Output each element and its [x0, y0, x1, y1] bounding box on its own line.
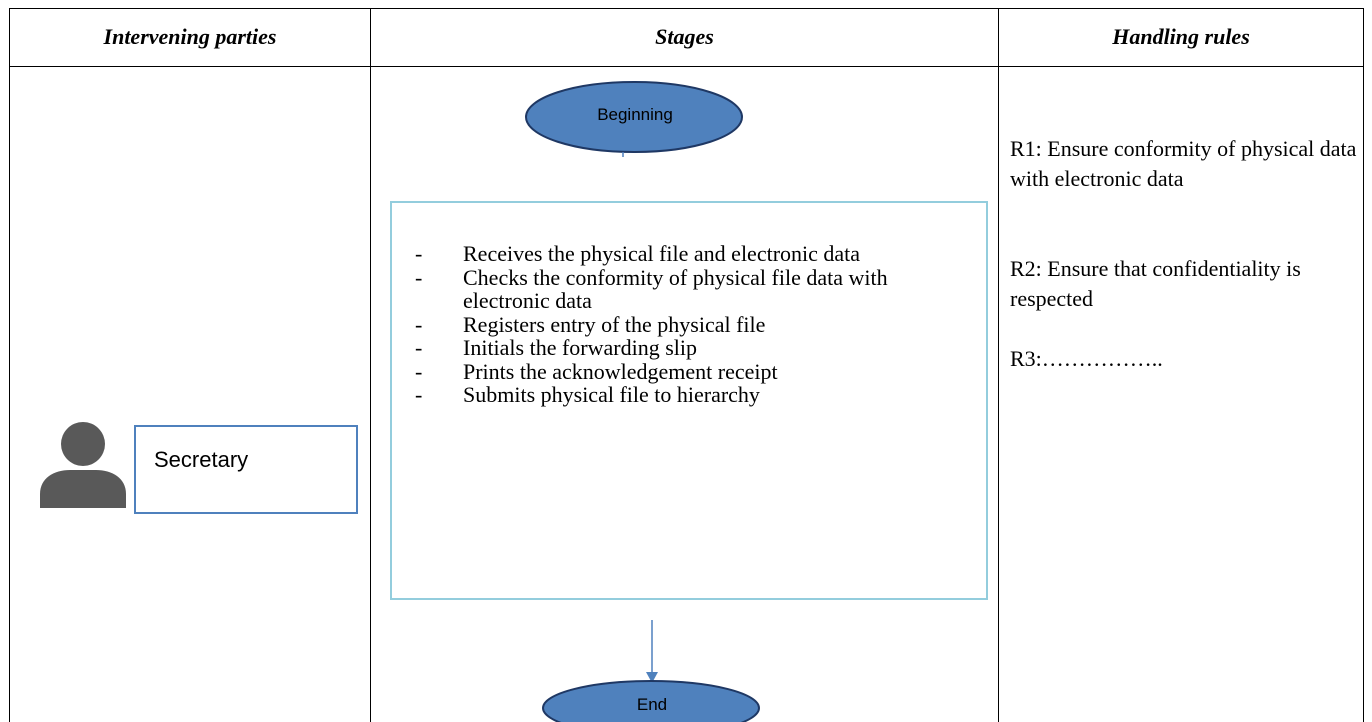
- step-bullet: -: [415, 264, 423, 290]
- end-ellipse: [542, 680, 760, 722]
- list-item: - Registers entry of the physical file: [415, 311, 965, 337]
- list-item: - Receives the physical file and electro…: [415, 242, 965, 266]
- step-bullet: -: [415, 382, 423, 407]
- table-right-border: [1363, 8, 1364, 722]
- secretary-label: Secretary: [154, 447, 249, 472]
- table-left-border: [9, 8, 10, 722]
- col-divider-2: [998, 8, 999, 722]
- step-text: Submits physical file to hierarchy: [463, 382, 760, 407]
- rule-r2: R2: Ensure that confidentiality is respe…: [1010, 256, 1301, 311]
- step-bullet: -: [415, 241, 423, 266]
- step-bullet: -: [415, 335, 423, 360]
- start-label: Beginning: [597, 105, 673, 124]
- list-item: - Submits physical file to hierarchy: [415, 383, 965, 407]
- steps-box: - Receives the physical file and electro…: [390, 201, 988, 600]
- step-text: Checks the conformity of physical file d…: [463, 264, 888, 313]
- header-divider: [9, 66, 1363, 67]
- header-stages: Stages: [655, 24, 714, 49]
- step-bullet: -: [415, 358, 423, 384]
- list-item: - Prints the acknowledgement receipt: [415, 358, 965, 384]
- list-item: - Checks the conformity of physical file…: [415, 264, 965, 313]
- rule-r1: R1: Ensure conformity of physical data w…: [1010, 136, 1357, 191]
- arrowhead: [646, 672, 658, 683]
- step-text: Receives the physical file and electroni…: [463, 241, 861, 266]
- rule-r3: R3:……………..: [1010, 346, 1163, 371]
- table-top-border: [9, 8, 1363, 9]
- person-icon: [40, 422, 126, 508]
- step-bullet: -: [415, 311, 423, 337]
- header-intervening-parties: Intervening parties: [103, 24, 277, 49]
- col-divider-1: [370, 8, 371, 722]
- start-ellipse: [525, 81, 743, 153]
- step-text: Initials the forwarding slip: [463, 335, 698, 360]
- header-handling-rules: Handling rules: [1112, 24, 1250, 49]
- list-item: - Initials the forwarding slip: [415, 336, 965, 360]
- end-label: End: [636, 695, 668, 714]
- step-text: Prints the acknowledgement receipt: [463, 358, 778, 384]
- steps-list: - Receives the physical file and electro…: [415, 242, 965, 407]
- secretary-box: Secretary: [134, 425, 358, 514]
- step-text: Registers entry of the physical file: [463, 311, 766, 337]
